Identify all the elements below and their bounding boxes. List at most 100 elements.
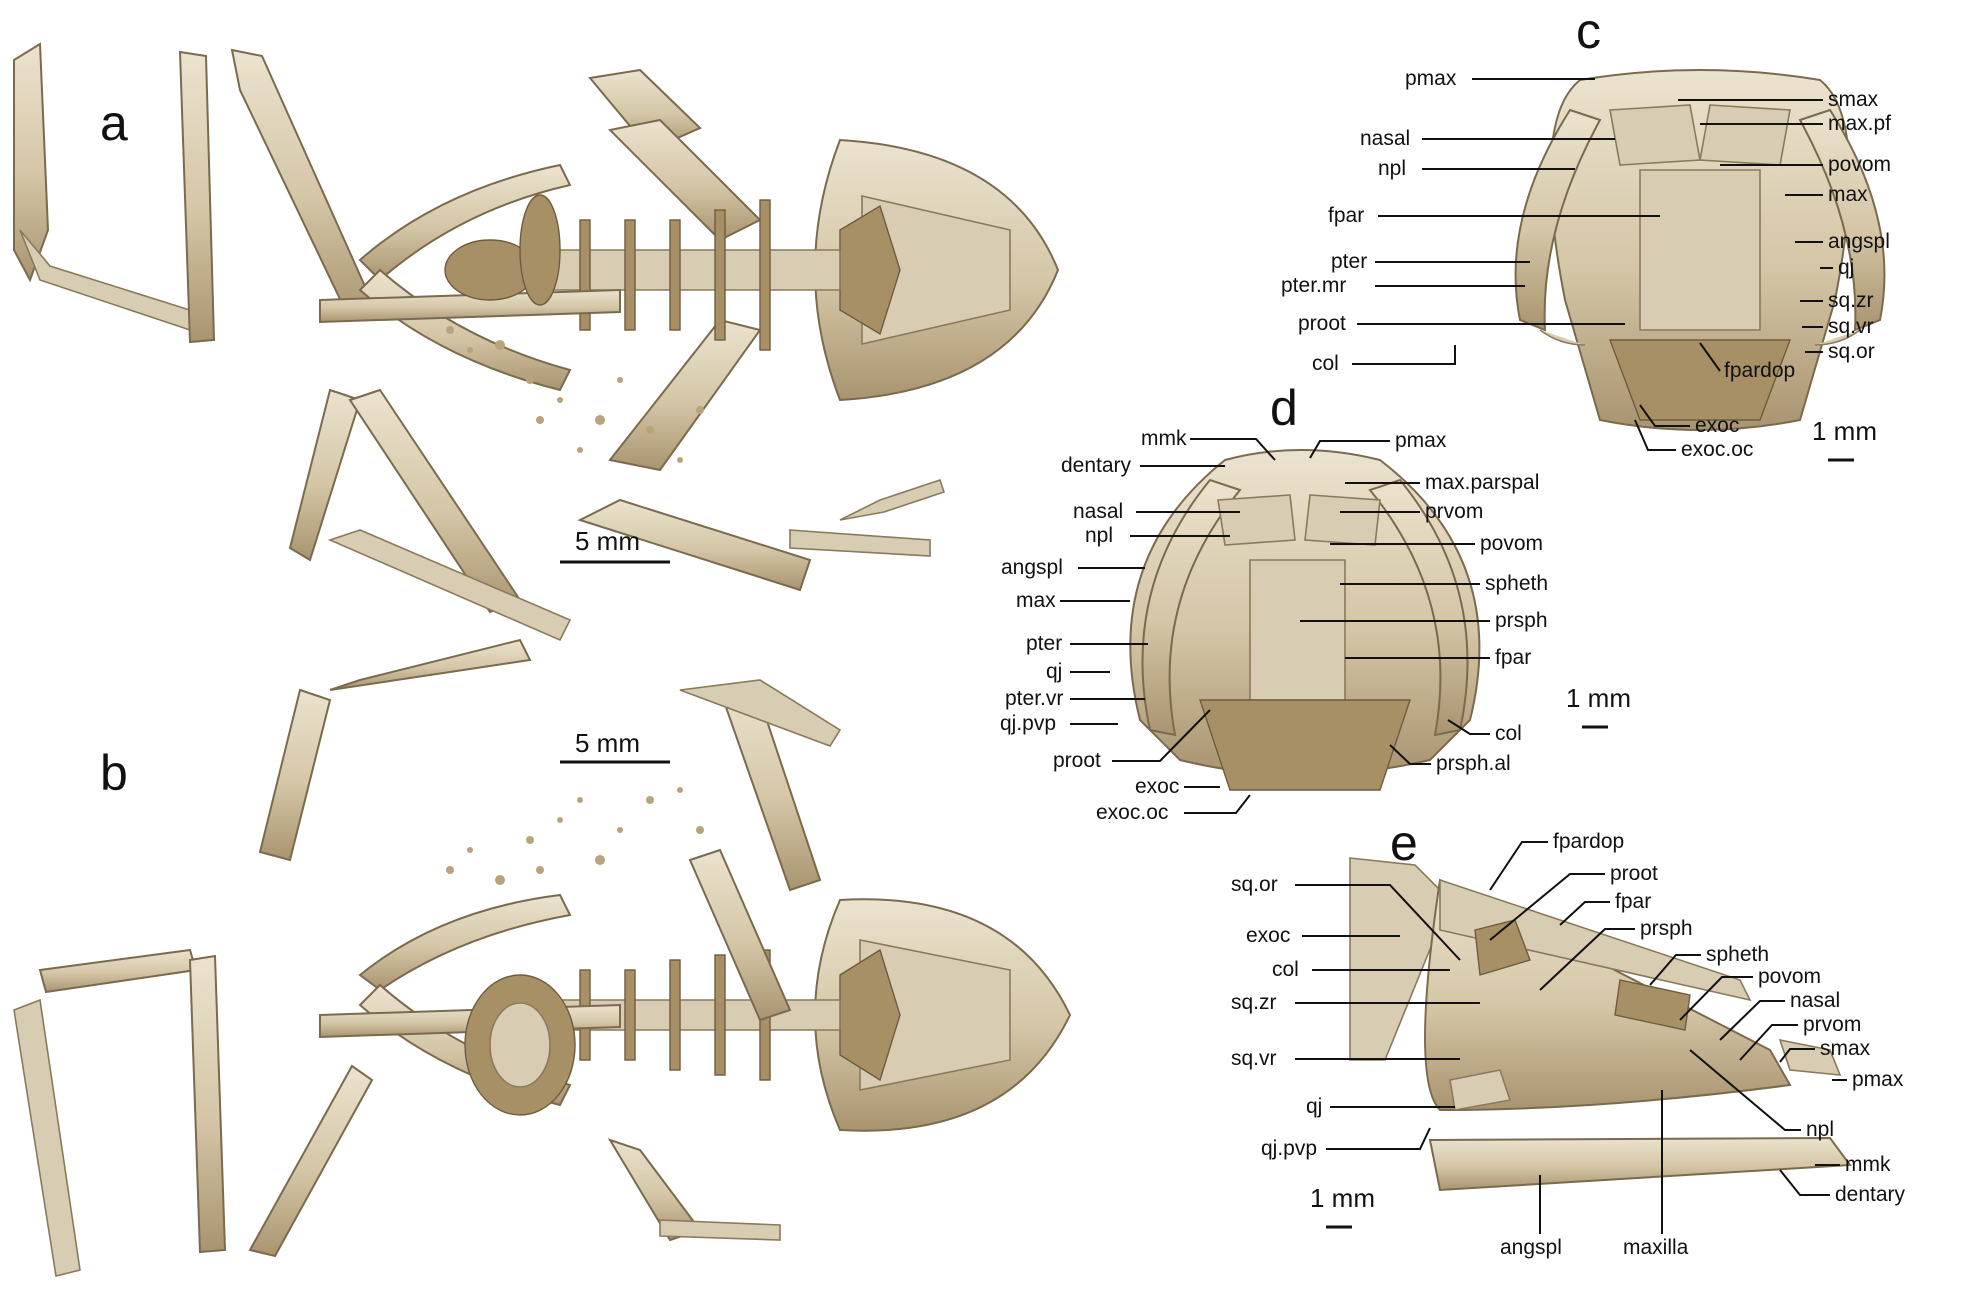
scale-label-d: 1 mm [1566,683,1631,713]
label-c-sq-vr: sq.vr [1828,315,1874,338]
label-e-prvom: prvom [1803,1013,1861,1036]
label-c-sq-zr: sq.zr [1828,289,1874,312]
leader-c-exoc-oc [1634,419,1676,451]
label-d-exoc-oc: exoc.oc [1096,801,1168,824]
label-c-npl: npl [1378,157,1406,180]
skull-ventral-view-d [1129,449,1481,791]
label-d-povom: povom [1480,532,1543,555]
label-e-nasal: nasal [1790,989,1840,1012]
label-c-pter: pter [1331,250,1367,273]
panel-b: b 5 mm [13,638,1072,1277]
scale-label-b: 5 mm [575,728,640,758]
panel-e: e sq.or exoc col sq.zr sq.vr qj qj.pvp f… [1231,815,1906,1259]
label-d-dentary: dentary [1061,454,1132,477]
leader-e-spheth [1649,954,1701,986]
panel-letter-d: d [1270,380,1298,436]
label-d-fpar: fpar [1495,646,1531,669]
label-d-max: max [1016,589,1056,612]
label-d-angspl: angspl [1001,556,1063,579]
label-d-pter-vr: pter.vr [1005,687,1063,710]
leader-d-col [1447,719,1490,735]
leader-d-mmk [1190,438,1276,461]
label-c-povom: povom [1828,153,1891,176]
label-d-pter: pter [1026,632,1062,655]
label-e-smax: smax [1820,1037,1871,1060]
label-e-sq-vr: sq.vr [1231,1047,1277,1070]
label-e-proot: proot [1610,862,1658,885]
label-d-col: col [1495,722,1522,745]
panel-letter-b: b [100,745,128,801]
leader-e-fpar [1559,901,1610,926]
label-e-pmax: pmax [1852,1068,1904,1091]
leader-e-sq-or [1295,884,1461,961]
label-c-angspl: angspl [1828,230,1890,253]
label-e-qj-pvp: qj.pvp [1261,1137,1317,1160]
skull-dorsal-view-c [1514,69,1886,431]
leader-e-proot [1489,873,1605,941]
leader-d-exoc-oc [1184,794,1251,814]
label-c-qj: qj [1838,256,1854,279]
label-c-smax: smax [1828,88,1879,111]
label-e-dentary: dentary [1835,1183,1906,1206]
label-e-spheth: spheth [1706,943,1769,966]
label-d-prvom: prvom [1425,500,1483,523]
leader-c-exoc [1639,404,1690,427]
scale-label-a: 5 mm [575,526,640,556]
label-c-col: col [1312,352,1339,375]
leader-e-qj-pvp [1326,1127,1431,1150]
label-e-povom: povom [1758,965,1821,988]
label-c-exoc: exoc [1695,414,1739,437]
leader-d-prsph-al [1389,744,1431,765]
label-e-sq-zr: sq.zr [1231,991,1277,1014]
leader-e-npl [1689,1049,1801,1131]
label-d-prsph: prsph [1495,609,1548,632]
label-e-maxilla: maxilla [1623,1236,1689,1259]
leader-c-col [1352,345,1456,365]
leader-d-pmax [1309,440,1390,459]
label-e-fpar: fpar [1615,890,1651,913]
label-d-proot: proot [1053,749,1101,772]
label-d-nasal: nasal [1073,500,1123,523]
panel-letter-e: e [1390,815,1418,871]
label-c-max: max [1828,183,1868,206]
label-c-fpar: fpar [1328,204,1364,227]
panel-a: a 5 mm [13,42,1060,642]
label-c-nasal: nasal [1360,127,1410,150]
label-c-pter-mr: pter.mr [1281,274,1346,297]
label-d-npl: npl [1085,524,1113,547]
leader-d-proot [1112,709,1211,762]
label-d-spheth: spheth [1485,572,1548,595]
label-e-fpardop: fpardop [1553,830,1624,853]
leader-e-prvom [1739,1024,1798,1061]
leader-e-nasal [1719,1000,1785,1041]
label-c-pmax: pmax [1405,67,1457,90]
label-c-sq-or: sq.or [1828,340,1875,363]
label-c-proot: proot [1298,312,1346,335]
skeleton-dorsal-view [13,42,1060,642]
leader-c-fpardop [1699,342,1721,372]
label-e-sq-or: sq.or [1231,873,1278,896]
panel-c: c pmax nasal npl fpar pter pter.mr proot… [1281,3,1891,462]
scale-label-c: 1 mm [1812,416,1877,446]
label-e-npl: npl [1806,1118,1834,1141]
label-d-qj-pvp: qj.pvp [1000,712,1056,735]
skull-lateral-view-e [1349,857,1852,1192]
leader-e-smax [1779,1048,1815,1063]
skeleton-ventral-view [13,638,1072,1277]
label-d-qj: qj [1046,660,1062,683]
label-d-max-parspal: max.parspal [1425,471,1539,494]
label-c-fpardop: fpardop [1724,359,1795,382]
panel-letter-c: c [1576,3,1601,59]
leader-e-prsph [1539,928,1635,991]
label-e-qj: qj [1306,1095,1322,1118]
scale-label-e: 1 mm [1310,1183,1375,1213]
label-d-mmk: mmk [1141,427,1187,450]
leader-e-povom [1679,976,1753,1021]
label-e-prsph: prsph [1640,917,1693,940]
label-d-pmax: pmax [1395,429,1447,452]
leader-e-fpardop [1489,841,1548,891]
label-e-mmk: mmk [1845,1153,1891,1176]
leader-e-dentary [1779,1169,1830,1196]
label-d-exoc: exoc [1135,775,1179,798]
